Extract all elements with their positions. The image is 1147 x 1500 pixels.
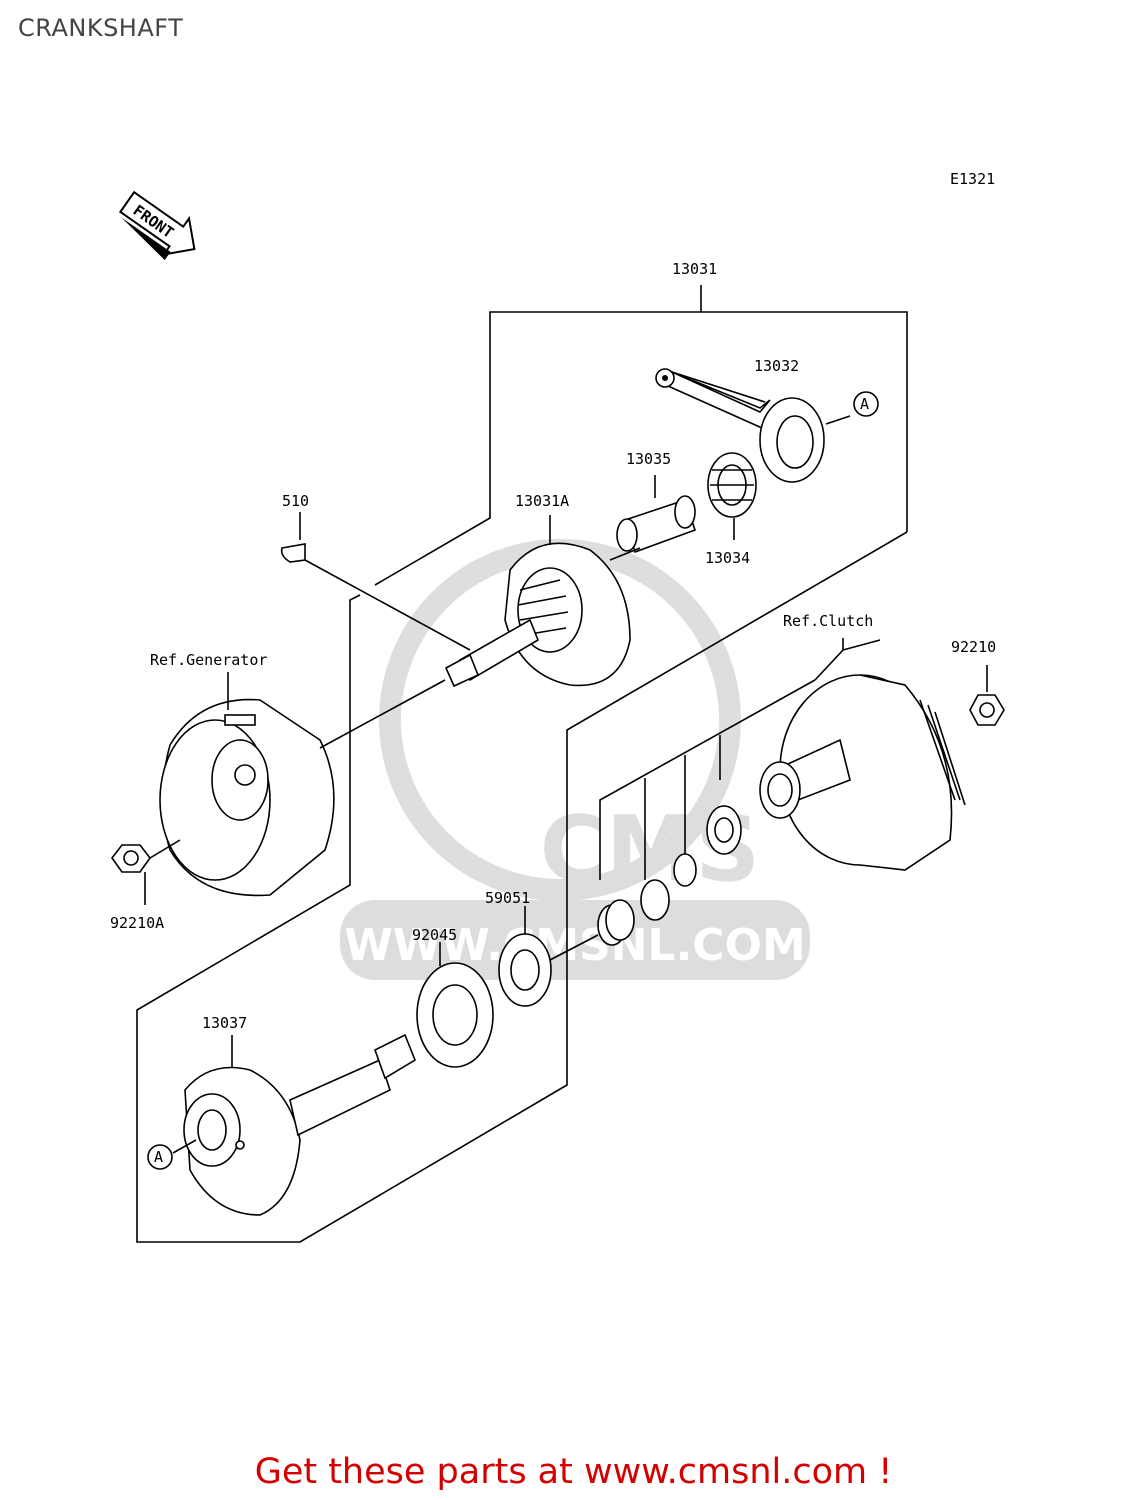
connecting-rod	[655, 368, 851, 483]
label-510: 510	[282, 492, 309, 510]
svg-text:A: A	[154, 1148, 163, 1166]
label-13037: 13037	[202, 1014, 247, 1032]
label-92210a: 92210A	[110, 914, 164, 932]
ball-bearing	[416, 942, 494, 1068]
callout-a-top: A	[853, 391, 879, 417]
crank-pin	[609, 475, 697, 561]
label-13031: 13031	[672, 260, 717, 278]
crankshaft-gear	[498, 906, 599, 1007]
label-ref-clutch: Ref.Clutch	[783, 612, 873, 630]
clutch-leader-lines	[599, 679, 816, 880]
label-13031a: 13031A	[515, 492, 569, 510]
clutch-assembly	[759, 638, 966, 871]
woodruff-key	[280, 512, 471, 651]
assembly-bracket-13031	[136, 285, 908, 1243]
crankshaft-half-left	[172, 1033, 416, 1216]
svg-text:A: A	[860, 395, 869, 413]
label-13034: 13034	[705, 549, 750, 567]
front-arrow-icon: FRONT	[118, 190, 196, 261]
label-92045: 92045	[412, 926, 457, 944]
label-ref-generator: Ref.Generator	[150, 651, 267, 669]
callout-a-bottom: A	[147, 1144, 173, 1170]
diagram-code: E1321	[950, 170, 995, 188]
nut-right	[969, 665, 1005, 726]
label-13032: 13032	[754, 357, 799, 375]
page-title: CRANKSHAFT	[18, 14, 184, 42]
circlip	[640, 879, 670, 921]
label-59051: 59051	[485, 889, 530, 907]
watermark-url: WWW.CMSNL.COM	[344, 920, 806, 971]
drive-gear	[706, 805, 742, 855]
cmsnl-footer-link[interactable]: Get these parts at www.cmsnl.com !	[254, 1452, 893, 1492]
nut-left	[111, 839, 181, 905]
generator-rotor	[159, 672, 446, 897]
label-92210: 92210	[951, 638, 996, 656]
crankshaft-half-right	[444, 515, 631, 688]
needle-bearing	[707, 452, 757, 540]
label-13035: 13035	[626, 450, 671, 468]
washer	[673, 853, 697, 887]
collar	[597, 899, 635, 946]
